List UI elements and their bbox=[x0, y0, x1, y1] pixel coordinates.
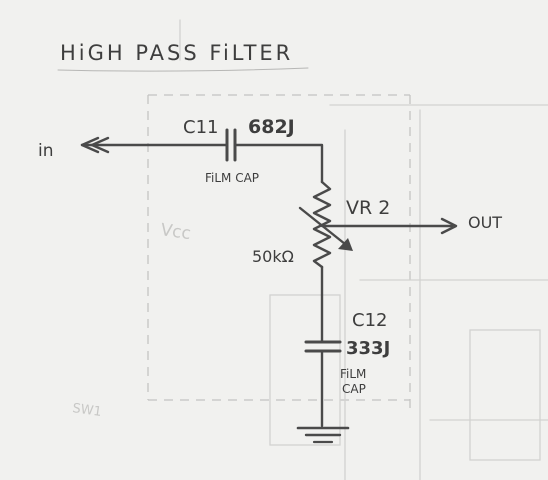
output-arrow-icon bbox=[440, 217, 458, 235]
title-underline bbox=[57, 67, 309, 72]
c12-type-label-line1: FiLM bbox=[340, 367, 366, 381]
output-label: OUT bbox=[468, 213, 502, 232]
input-label: in bbox=[38, 141, 54, 161]
ghost-rect bbox=[469, 329, 541, 461]
ghost-rect bbox=[269, 294, 341, 446]
c12-ref-label: C12 bbox=[352, 310, 387, 331]
ghost-sw-label: SW1 bbox=[71, 401, 102, 420]
vr2-wiper-arrow-icon bbox=[338, 238, 353, 251]
c11-type-label: FiLM CAP bbox=[205, 171, 259, 185]
vr2-value-label: 50kΩ bbox=[252, 247, 294, 266]
ghost-vcc-label: Vcc bbox=[159, 220, 192, 244]
c11-value-label: 682J bbox=[248, 116, 295, 138]
ground-icon bbox=[296, 426, 350, 444]
c12-type-label-line2: CAP bbox=[342, 382, 366, 396]
c11-to-vr2-wire bbox=[234, 143, 324, 184]
vr2-ref-label: VR 2 bbox=[346, 197, 390, 219]
c12-value-label: 333J bbox=[346, 338, 390, 359]
diagram-title: HiGH PASS FiLTER bbox=[60, 41, 293, 65]
c11-ref-label: C11 bbox=[183, 117, 218, 138]
paper-bleed-through: Vcc SW1 bbox=[71, 19, 548, 480]
vr2-wiper-line bbox=[298, 206, 352, 250]
